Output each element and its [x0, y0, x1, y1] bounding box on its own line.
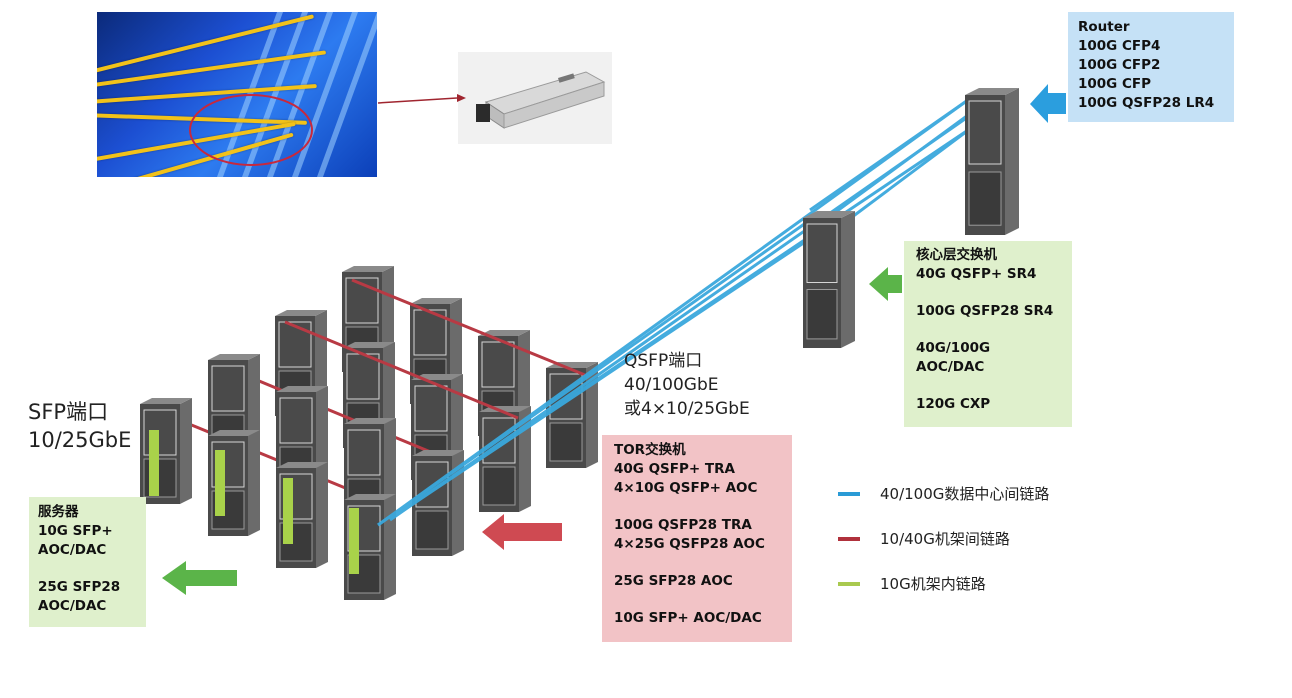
router-line-3: 100G CFP — [1078, 76, 1151, 92]
highlight-circle — [189, 94, 313, 166]
server-rack-icon — [546, 362, 598, 468]
server-rack-icon — [412, 450, 464, 556]
server-rack-icon — [140, 398, 192, 504]
qsfp-port-breakout: 或4×10/25GbE — [624, 399, 750, 419]
server-rack-icon — [276, 462, 328, 568]
tor-line-2: 4×10G QSFP+ AOC — [614, 480, 758, 496]
legend-label: 10/40G机架间链路 — [880, 530, 1010, 548]
green-arrow-server — [162, 561, 237, 595]
server-line-2: AOC/DAC — [38, 542, 107, 558]
sfp-port-label: SFP端口 10/25GbE — [28, 398, 131, 454]
racks-front — [140, 354, 464, 600]
server-rack-icon — [965, 88, 1019, 235]
cable-photo — [97, 12, 377, 177]
core-line-5: 120G CXP — [916, 396, 991, 412]
server-title: 服务器 — [38, 504, 79, 520]
core-gap — [916, 284, 1060, 302]
qsfp-port-title: QSFP端口 — [624, 351, 703, 371]
router-line-1: 100G CFP4 — [1078, 38, 1161, 54]
sfp-port-title: SFP端口 — [28, 400, 109, 424]
intra-rack-links — [149, 430, 359, 574]
pointer-arrowhead — [457, 94, 466, 102]
legend-swatch — [838, 537, 860, 541]
core-title: 核心层交换机 — [916, 247, 997, 263]
transceiver-module — [458, 52, 612, 144]
tor-title: TOR交换机 — [614, 442, 686, 458]
server-box: 服务器 10G SFP+ AOC/DAC 25G SFP28 AOC/DAC — [29, 497, 146, 627]
server-line-3: 25G SFP28 — [38, 579, 121, 595]
router-rack — [965, 88, 1019, 235]
tor-gap — [614, 498, 780, 516]
router-title: Router — [1078, 19, 1130, 35]
legend-swatch — [838, 582, 860, 586]
red-arrow-tor — [482, 514, 562, 550]
core-line-3: 40G/100G — [916, 340, 991, 356]
tor-line-3: 100G QSFP28 TRA — [614, 517, 752, 533]
server-gap — [38, 560, 137, 578]
core-switch-box: 核心层交换机 40G QSFP+ SR4 100G QSFP28 SR4 40G… — [904, 241, 1072, 427]
legend-label: 40/100G数据中心间链路 — [880, 485, 1050, 503]
legend-label: 10G机架内链路 — [880, 575, 986, 593]
pointer-line — [377, 97, 458, 104]
router-box: Router 100G CFP4 100G CFP2 100G CFP 100G… — [1068, 12, 1234, 122]
tor-line-4: 4×25G QSFP28 AOC — [614, 536, 765, 552]
legend-swatch — [838, 492, 860, 496]
tor-line-5: 25G SFP28 AOC — [614, 573, 733, 589]
core-gap — [916, 321, 1060, 339]
core-line-4: AOC/DAC — [916, 359, 985, 375]
blue-arrow — [1030, 84, 1066, 123]
server-line-4: AOC/DAC — [38, 598, 107, 614]
server-line-1: 10G SFP+ — [38, 523, 113, 539]
sfp-port-speed: 10/25GbE — [28, 428, 132, 452]
router-line-4: 100G QSFP28 LR4 — [1078, 95, 1215, 111]
tor-line-6: 10G SFP+ AOC/DAC — [614, 610, 762, 626]
core-line-1: 40G QSFP+ SR4 — [916, 266, 1037, 282]
tor-switch-box: TOR交换机 40G QSFP+ TRA 4×10G QSFP+ AOC 100… — [602, 435, 792, 642]
server-rack-icon — [803, 211, 855, 348]
core-line-2: 100G QSFP28 SR4 — [916, 303, 1054, 319]
qsfp-port-speed: 40/100GbE — [624, 375, 719, 395]
tor-gap — [614, 554, 780, 572]
router-line-2: 100G CFP2 — [1078, 57, 1161, 73]
tor-gap — [614, 591, 780, 609]
core-switch-rack — [803, 211, 855, 348]
tor-line-1: 40G QSFP+ TRA — [614, 461, 735, 477]
green-arrow-core — [869, 267, 902, 301]
qsfp-port-label: QSFP端口 40/100GbE 或4×10/25GbE — [624, 349, 750, 421]
inter-dc-links — [377, 98, 983, 527]
core-gap — [916, 377, 1060, 395]
